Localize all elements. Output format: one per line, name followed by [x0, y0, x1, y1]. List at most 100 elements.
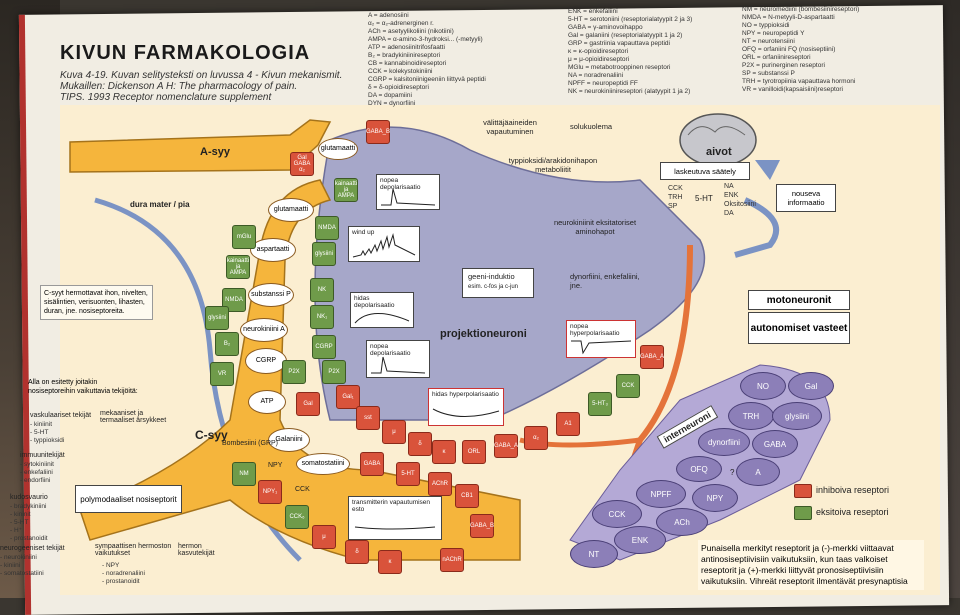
vesicle: Galaniini — [268, 428, 310, 452]
waveform-fast-hyper: nopea hyperpolarisaatio — [566, 320, 636, 358]
receptor-excitatory: NK₁ — [310, 305, 334, 329]
release-label: välittäjäaineiden vapautuminen — [483, 118, 537, 136]
neurogenic-items: - neurokiniini- kiniini- somatostatiini — [0, 554, 44, 577]
interneuron-unknown: ? — [730, 468, 735, 477]
caption-line-3: TIPS. 1993 Receptor nomenclature supplem… — [60, 92, 272, 103]
waveform-fast-depol: nopea depolarisaatio — [376, 174, 440, 210]
receptor-excitatory: kainaatti ja AMPA — [334, 178, 358, 202]
polymodal-label: polymodaaliset nosiseptorit — [80, 494, 177, 504]
receptor-inhibitory: ORL — [462, 440, 486, 464]
receptor-excitatory: B₂ — [215, 332, 239, 356]
brain-label: aivot — [706, 146, 732, 158]
waveform-transmitter: transmitterin vapautumisen esto — [348, 496, 442, 540]
receptor-inhibitory: α₂ — [524, 426, 548, 450]
receptor-inhibitory: A1 — [556, 412, 580, 436]
receptor-inhibitory: sst — [356, 406, 380, 430]
growth-factor-label: hermon kasvutekijät — [178, 543, 215, 557]
receptor-inhibitory: Gal GABA α₂ — [290, 152, 314, 176]
receptor-excitatory: VR — [210, 362, 234, 386]
vesicle: ATP — [248, 390, 286, 414]
neurogenic-label: neurogeeniset tekijät — [0, 545, 65, 552]
immune-label: immuunitekijät — [20, 452, 65, 459]
receptor-inhibitory: GABA_B — [366, 120, 390, 144]
interneuron-cell: dynorfiini — [698, 428, 750, 456]
legend-excit-swatch — [794, 506, 812, 520]
legend-excit-label: eksitoiva reseptori — [816, 507, 889, 517]
interneuron-cell: OFQ — [676, 456, 722, 482]
receptor-inhibitory: 5-HT — [396, 462, 420, 486]
receptor-excitatory: glysiini — [312, 242, 336, 266]
receptor-inhibitory: δ — [408, 432, 432, 456]
receptor-inhibitory: GABA_A — [640, 345, 664, 369]
interneuron-cell: Gal — [788, 372, 834, 400]
brain-5ht: 5-HT — [695, 194, 713, 203]
interneuron-cell: A — [736, 458, 780, 486]
receptor-inhibitory: AChR — [428, 472, 452, 496]
vesicle: aspartaatti — [250, 238, 296, 262]
receptor-inhibitory: GABA — [360, 452, 384, 476]
no-metabolites-label: typpioksidi/arakidonihapon metaboliitit — [508, 156, 598, 174]
receptor-inhibitory: NPY₁ — [258, 480, 282, 504]
interneuron-cell: ACh — [656, 508, 708, 536]
motoneuron-box: motoneuronit — [748, 290, 850, 310]
page-title: KIVUN FARMAKOLOGIA — [60, 42, 311, 64]
waveform-slow-hyper: hidas hyperpolarisaatio — [428, 388, 504, 426]
gene-induction-box: geeni-induktio esim. c-fos ja c-jun — [462, 268, 534, 298]
caption-line-2: Mukaillen: Dickenson A H: The pharmacolo… — [60, 81, 298, 92]
a-fiber-label: A-syy — [200, 146, 230, 158]
interneuron-cell: glysiini — [772, 402, 822, 430]
descending-control-box: laskeutuva säätely — [660, 162, 750, 180]
interneuron-cell: NT — [570, 540, 618, 568]
caption-line-1: Kuva 4-19. Kuvan selitysteksti on luvuss… — [60, 70, 343, 81]
interneuron-cell: NPFF — [636, 480, 686, 508]
sympathetic-label: sympaattisen hermoston vaikutukset — [95, 543, 172, 557]
interneuron-cell: ENK — [614, 526, 666, 554]
receptor-inhibitory: Gal — [296, 392, 320, 416]
receptor-inhibitory: Gal₁ — [336, 385, 360, 409]
receptor-excitatory: NM — [232, 462, 256, 486]
polymodal-box: polymodaaliset nosiseptorit — [75, 485, 182, 513]
mechanical-label: mekaaniset ja termaaliset ärsykkeet — [100, 410, 167, 424]
vesicle: glutamaatti — [268, 198, 314, 222]
dura-label: dura mater / pia — [130, 200, 190, 209]
receptor-inhibitory: μ — [382, 420, 406, 444]
c-fiber-label: C-syy — [195, 428, 228, 442]
waveform-windup: wind up — [348, 226, 420, 262]
ascending-info-box: nouseva informaatio — [776, 184, 836, 212]
receptor-inhibitory: nAChR — [440, 548, 464, 572]
cck-label: CCK — [295, 486, 310, 493]
tissue-label: kudosvaurio — [10, 494, 48, 501]
interneuron-cell: GABA — [752, 430, 798, 458]
interneuron-cell: NPY — [692, 484, 738, 512]
receptor-inhibitory: μ — [312, 525, 336, 549]
receptor-inhibitory: κ — [378, 550, 402, 574]
bombesin-label: Bombesiini (GRP) — [222, 440, 279, 447]
legend-inhib-label: inhiboiva reseptori — [816, 485, 890, 495]
dynorphin-label: dynorfiini, enkefaliini, jne. — [570, 272, 640, 290]
vesicle: substanssi P — [248, 283, 294, 307]
interneuron-cell: NO — [740, 372, 786, 400]
agents-note: Alla on esitetty joitakin nosiseptoreihi… — [28, 379, 138, 395]
receptor-excitatory: P2X — [282, 360, 306, 384]
vesicle: somatostatiini — [296, 453, 350, 475]
receptor-excitatory: P2X — [322, 360, 346, 384]
vesicle: glutamaatti — [318, 138, 358, 160]
c-fiber-note: C-syyt hermottavat ihon, nivelten, sisäl… — [40, 285, 153, 320]
interneuron-cell: CCK — [592, 500, 642, 528]
receptor-excitatory: CGRP — [312, 335, 336, 359]
footer-note: Punaisella merkityt reseptorit ja (-)-me… — [698, 540, 924, 590]
receptor-excitatory: NMDA — [222, 288, 246, 312]
tissue-items: - bradykiniini- kininit- 5-HT- H⁺- prost… — [10, 503, 48, 542]
npy-label: NPY — [268, 462, 283, 469]
abbrev-list-right: NM = neuromediini (bombesiinireseptori)N… — [742, 6, 860, 93]
cell-death-label: solukuolema — [570, 122, 613, 131]
waveform-fast-depol-2: nopea depolarisaatio — [366, 340, 430, 378]
vascular-items: - kiniinit- 5-HT- typpioksidi — [30, 421, 65, 444]
neurokinins-label: neurokiniinit eksitatoriset aminohapot — [553, 218, 637, 236]
receptor-inhibitory: GABA_B — [470, 514, 494, 538]
vascular-label: vaskulaariset tekijät — [30, 412, 92, 419]
receptor-excitatory: 5-HT₃ — [588, 392, 612, 416]
